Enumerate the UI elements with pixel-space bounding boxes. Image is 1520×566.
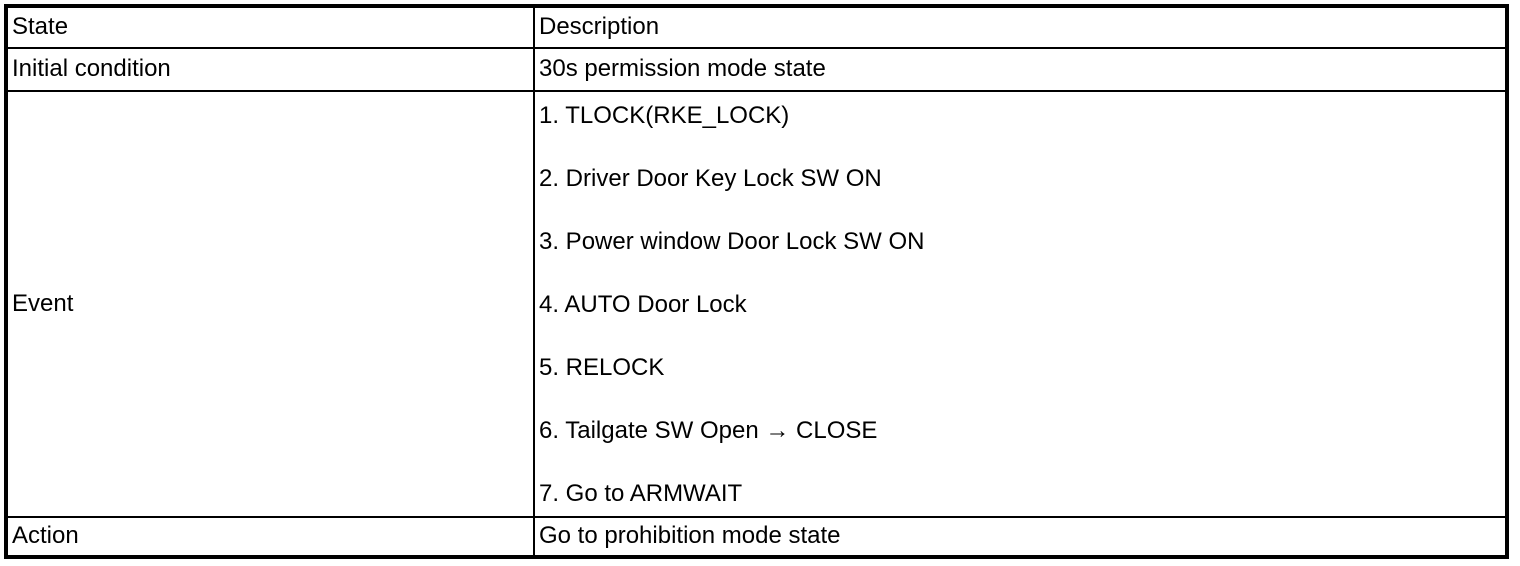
header-cell-state: State	[8, 8, 535, 49]
header-cell-description: Description	[535, 8, 1505, 49]
row-value-event: 1. TLOCK(RKE_LOCK) 2. Driver Door Key Lo…	[535, 92, 1505, 518]
event-item-6: 6. Tailgate SW Open → CLOSE	[539, 416, 878, 444]
row-value-initial-condition: 30s permission mode state	[535, 49, 1505, 92]
row-value-action: Go to prohibition mode state	[539, 522, 841, 550]
row-label-action: Action	[8, 518, 535, 555]
event-item-2: 2. Driver Door Key Lock SW ON	[539, 164, 882, 192]
row-label-initial-condition: Initial condition	[8, 49, 535, 92]
event-item-7: 7. Go to ARMWAIT	[539, 479, 743, 507]
event-item-4: 4. AUTO Door Lock	[539, 290, 747, 318]
event-item-3: 3. Power window Door Lock SW ON	[539, 227, 925, 255]
event-item-5: 5. RELOCK	[539, 353, 665, 381]
state-description-table: State Description Initial condition 30s …	[4, 4, 1509, 559]
event-item-1: 1. TLOCK(RKE_LOCK)	[539, 102, 790, 129]
row-label-event: Event	[8, 92, 535, 518]
